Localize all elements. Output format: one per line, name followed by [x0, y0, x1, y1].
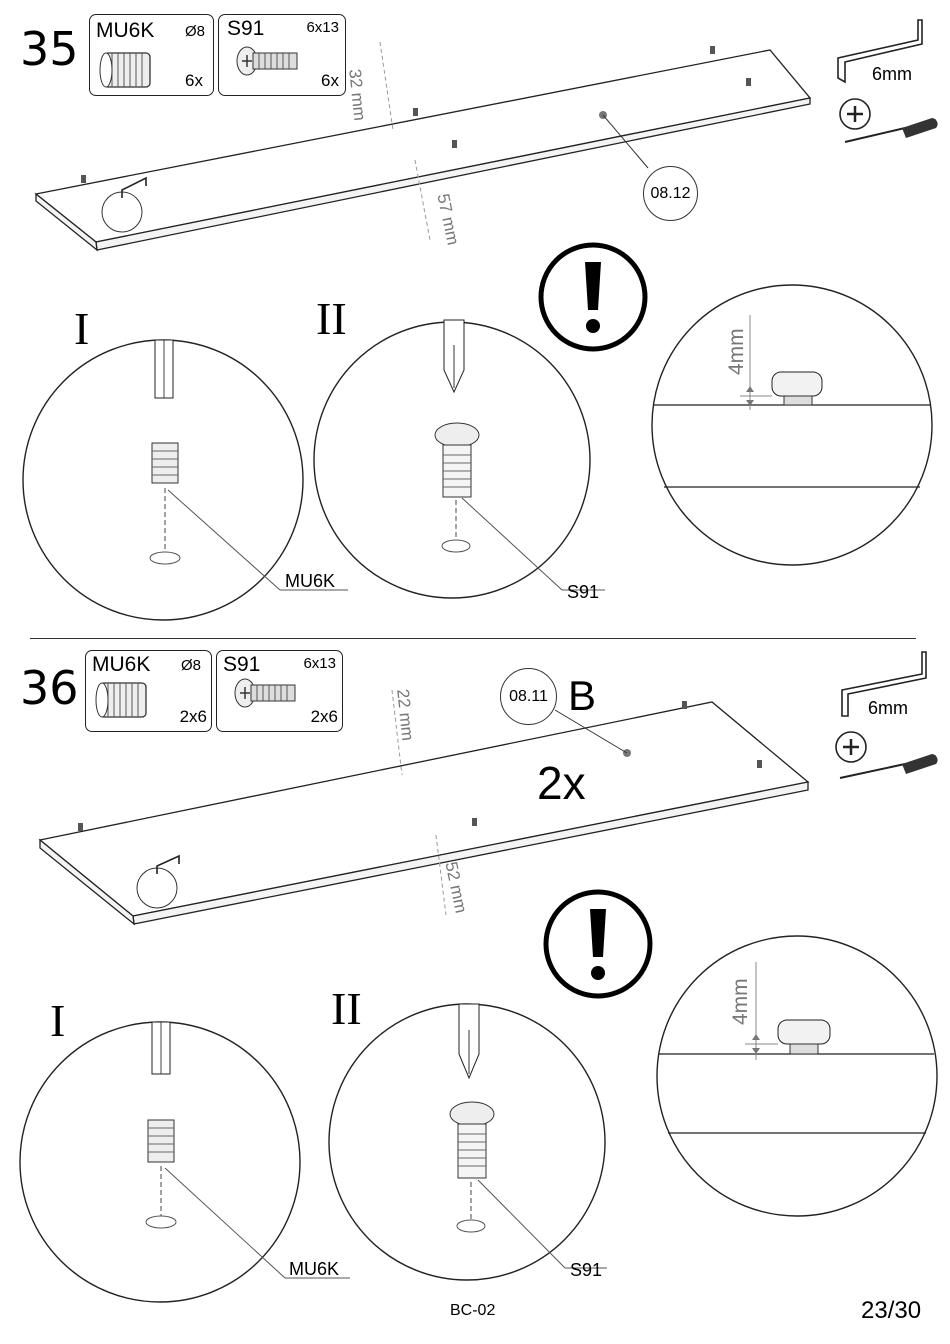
hex-key-size: 6mm [868, 698, 908, 719]
sub-step-label: II [331, 986, 362, 1032]
reference-label: 08.11 [500, 668, 557, 725]
panel-letter: B [568, 672, 596, 720]
quantity-multiplier: 2x [537, 756, 586, 810]
callout-label: S91 [570, 1260, 602, 1281]
warning-icon [546, 892, 650, 996]
dimension-label: 4mm [729, 978, 753, 1025]
document-code: BC-02 [450, 1302, 495, 1320]
page-number: 23/30 [861, 1297, 921, 1325]
sub-step-label: I [50, 998, 65, 1044]
phillips-screwdriver-icon [836, 732, 938, 778]
callout-label: MU6K [289, 1259, 339, 1280]
insert-nut-icon [148, 1120, 174, 1162]
